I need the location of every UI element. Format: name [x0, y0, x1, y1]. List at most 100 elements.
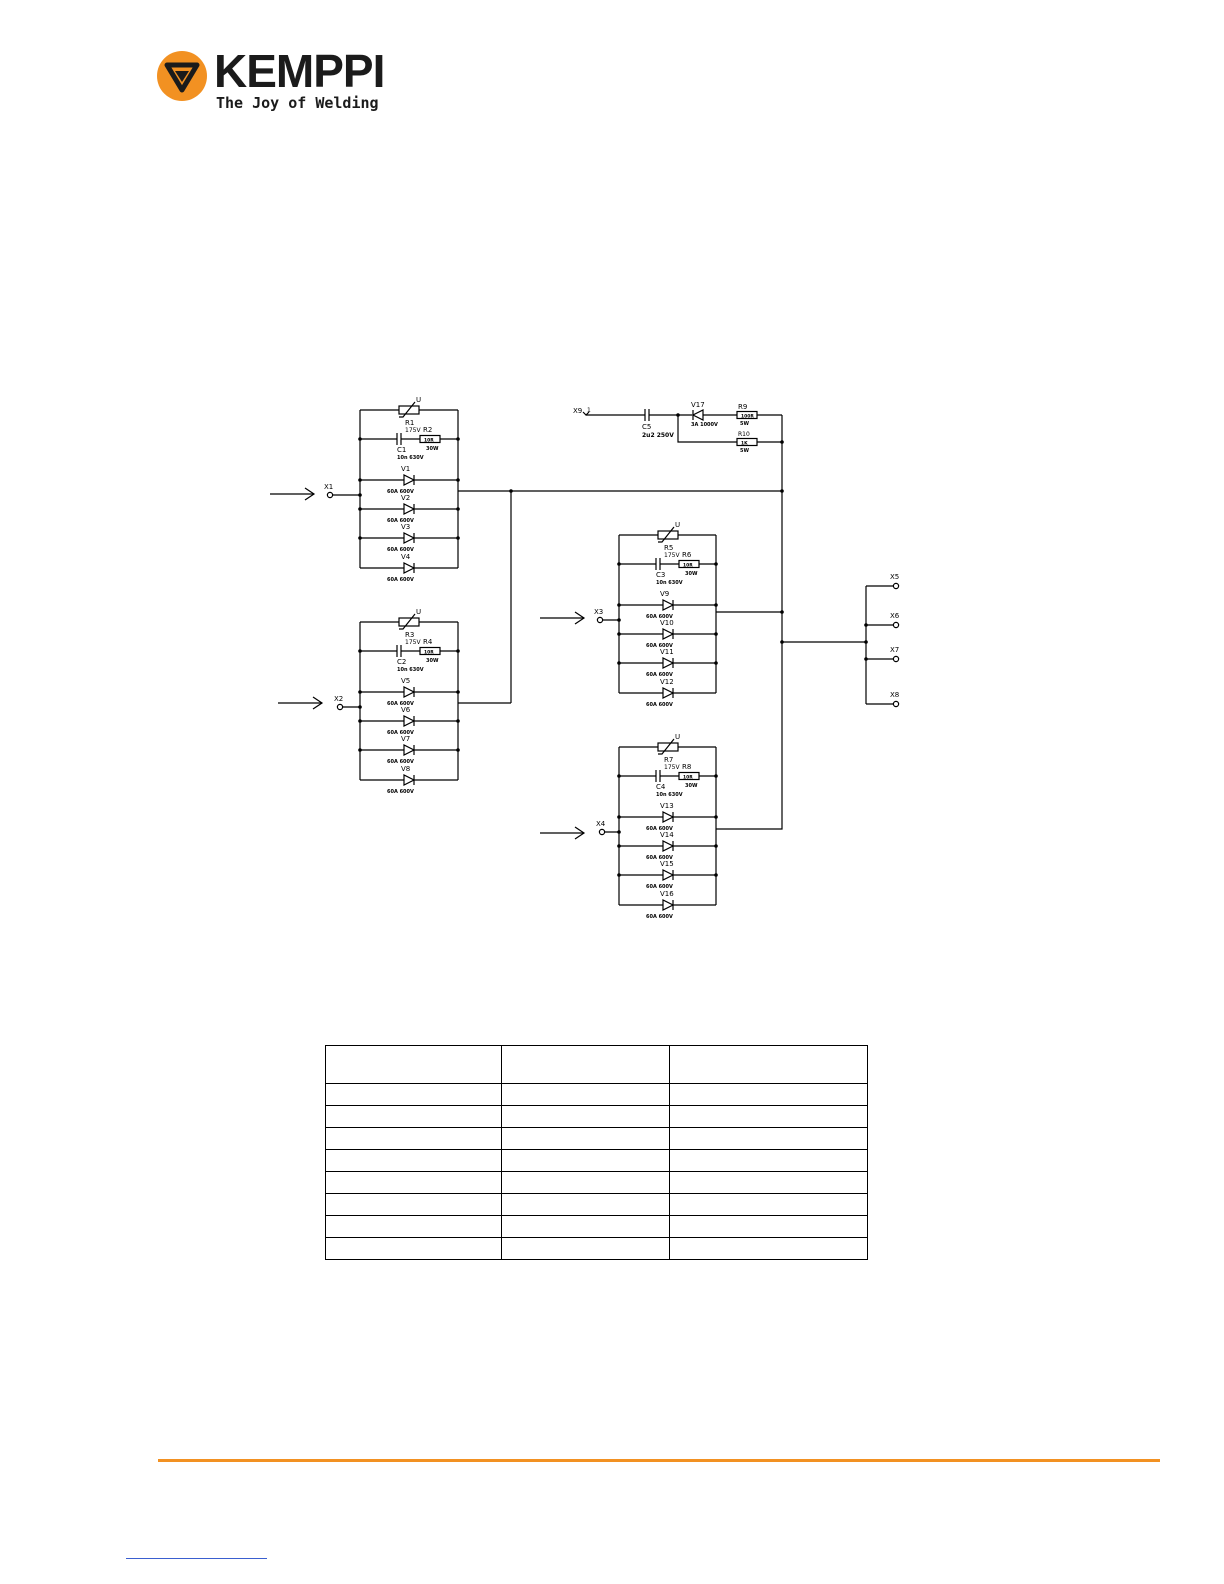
varistor-rating: 175V	[664, 764, 680, 771]
table-cell	[325, 1171, 502, 1194]
diode-symbol	[662, 840, 675, 852]
junction-dot	[617, 632, 621, 636]
varistor-slash	[399, 613, 416, 630]
aux-wire	[677, 415, 737, 443]
varistor-mark: U	[675, 733, 680, 741]
capacitor-rating: 10n 630V	[656, 792, 683, 798]
table-cell	[501, 1083, 670, 1106]
diode-rating: 60A 600V	[646, 826, 673, 832]
diode-rating: 60A 600V	[646, 643, 673, 649]
varistor-rating: 175V	[405, 639, 421, 646]
junction-dot	[714, 844, 718, 848]
resistor-name: R6	[682, 551, 692, 559]
junction-dot	[864, 657, 868, 661]
table-cell	[501, 1127, 670, 1150]
junction-dot	[358, 719, 362, 723]
capacitor-name: C3	[656, 571, 665, 579]
footer-link-underline	[126, 1558, 267, 1559]
diode-symbol	[662, 657, 675, 669]
diode-name: V4	[401, 553, 411, 561]
table-cell	[501, 1149, 670, 1172]
junction-dot	[358, 536, 362, 540]
table-cell	[501, 1237, 670, 1260]
diode-rating: 60A 600V	[387, 759, 414, 765]
junction-dot	[714, 815, 718, 819]
resistor-value: 10R	[424, 649, 434, 655]
junction-dot	[714, 661, 718, 665]
diode-rating: 60A 600V	[387, 577, 414, 583]
terminal-label: X2	[334, 695, 343, 703]
table-cell	[669, 1215, 868, 1238]
capacitor-rating: 10n 630V	[656, 580, 683, 586]
table-cell	[669, 1171, 868, 1194]
varistor-name: R3	[405, 631, 414, 639]
junction-dot	[617, 562, 621, 566]
junction-dot	[358, 507, 362, 511]
terminal-label: X5	[890, 573, 899, 581]
diode-symbol	[662, 628, 675, 640]
diode-rating: 60A 600V	[646, 614, 673, 620]
resistor-value: 1K	[741, 440, 748, 446]
table-cell	[501, 1193, 670, 1216]
junction-dot	[617, 661, 621, 665]
junction-dot	[358, 478, 362, 482]
junction-dot	[456, 507, 460, 511]
table-row	[325, 1045, 868, 1084]
resistor-name: R8	[682, 763, 691, 771]
junction-dot	[358, 649, 362, 653]
table-cell	[669, 1149, 868, 1172]
diode-rating: 60A 600V	[646, 702, 673, 708]
diode-symbol	[662, 599, 675, 611]
diode-name: V17	[691, 401, 705, 409]
diode-rating: 60A 600V	[646, 914, 673, 920]
table-row	[325, 1083, 868, 1106]
junction-dot	[617, 873, 621, 877]
junction-dot	[714, 774, 718, 778]
diode-symbol	[403, 503, 416, 515]
table-row	[325, 1171, 868, 1194]
resistor-power: 30W	[685, 783, 698, 789]
terminal-label: X4	[596, 820, 606, 828]
table-cell	[669, 1193, 868, 1216]
table-cell	[669, 1105, 868, 1128]
resistor-value: 10R	[683, 774, 693, 780]
junction-dot	[864, 640, 868, 644]
table-cell	[669, 1237, 868, 1260]
junction-dot	[456, 690, 460, 694]
table-cell	[325, 1083, 502, 1106]
capacitor-rating: 10n 630V	[397, 667, 424, 673]
table-cell	[325, 1193, 502, 1216]
diode-symbol	[403, 744, 416, 756]
terminal-circle	[892, 582, 900, 590]
diode-symbol	[662, 899, 675, 911]
diode-rating: 60A 600V	[387, 789, 414, 795]
capacitor-name: C2	[397, 658, 406, 666]
terminal-circle	[596, 616, 604, 624]
varistor-name: R1	[405, 419, 414, 427]
table-cell	[325, 1105, 502, 1128]
table-cell	[325, 1127, 502, 1150]
table-cell	[325, 1149, 502, 1172]
diode-symbol	[662, 811, 675, 823]
junction-dot	[617, 815, 621, 819]
diode-symbol	[403, 562, 416, 574]
diode-name: V7	[401, 735, 410, 743]
input-arrow-head	[574, 611, 586, 625]
terminal-circle	[892, 655, 900, 663]
resistor-power: 30W	[685, 571, 698, 577]
diode-name: V10	[660, 619, 674, 627]
diode-name: V2	[401, 494, 410, 502]
input-arrow-head	[304, 487, 316, 501]
resistor-name: R10	[738, 431, 750, 438]
diode-rating: 60A 600V	[387, 518, 414, 524]
resistor-name: R9	[738, 403, 747, 411]
terminal-label: X9	[573, 407, 582, 415]
kemppi-logo: KEMPPI The Joy of Welding	[156, 45, 386, 120]
table-row	[325, 1127, 868, 1150]
junction-dot	[714, 632, 718, 636]
diode-rating: 3A 1000V	[691, 422, 718, 428]
diode-name: V14	[660, 831, 674, 839]
diode-rating: 60A 600V	[387, 701, 414, 707]
varistor-rating: 175V	[405, 427, 421, 434]
junction-dot	[456, 649, 460, 653]
